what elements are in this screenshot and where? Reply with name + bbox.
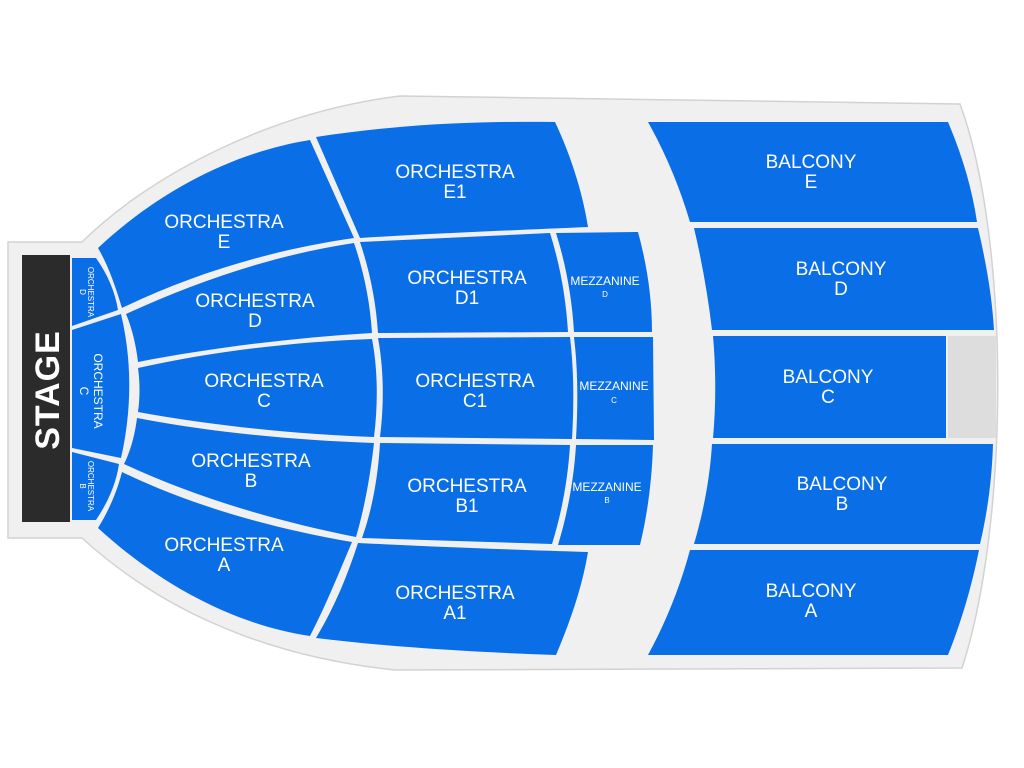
section-balcony-b-shape[interactable]	[694, 444, 993, 544]
section-orchestra-c1-shape[interactable]	[378, 337, 574, 439]
section-orchestra-a-shape[interactable]	[98, 472, 352, 636]
stage-label: STAGE	[29, 330, 67, 450]
section-mezzanine-c-shape[interactable]	[574, 337, 654, 440]
section-orchestra-b1[interactable]: ORCHESTRA B1	[362, 443, 570, 544]
stage: STAGE	[22, 255, 70, 522]
section-balcony-a[interactable]: BALCONY A	[648, 550, 979, 655]
section-orchestra-side-c[interactable]: ORCHESTRA C	[72, 314, 130, 458]
section-orchestra-a1-shape[interactable]	[316, 543, 588, 655]
section-orchestra-c-shape[interactable]	[138, 339, 377, 437]
section-orchestra-e1-shape[interactable]	[316, 121, 588, 238]
section-orchestra-side-c-shape[interactable]	[72, 314, 130, 458]
section-orchestra-side-d-shape[interactable]	[72, 258, 118, 326]
section-orchestra-d-shape[interactable]	[126, 243, 372, 362]
section-balcony-d-shape[interactable]	[694, 228, 994, 330]
section-balcony-c[interactable]: BALCONY C	[713, 336, 946, 438]
section-balcony-b[interactable]: BALCONY B	[694, 444, 993, 544]
section-orchestra-e-shape[interactable]	[98, 140, 354, 308]
section-orchestra-side-b-shape[interactable]	[72, 452, 119, 520]
section-orchestra-b-shape[interactable]	[124, 418, 374, 537]
section-balcony-c-shape[interactable]	[713, 336, 946, 438]
section-orchestra-d1-shape[interactable]	[360, 233, 568, 333]
section-orchestra-e1[interactable]: ORCHESTRA E1	[316, 121, 588, 238]
section-balcony-e-shape[interactable]	[648, 122, 977, 222]
section-orchestra-c1[interactable]: ORCHESTRA C1	[378, 337, 574, 439]
section-mezzanine-b-shape[interactable]	[558, 445, 653, 545]
unavailable-area	[948, 336, 996, 438]
section-orchestra-b1-shape[interactable]	[362, 443, 570, 544]
section-balcony-e[interactable]: BALCONY E	[648, 122, 977, 222]
section-orchestra-d1[interactable]: ORCHESTRA D1	[360, 233, 568, 333]
section-orchestra-a1[interactable]: ORCHESTRA A1	[316, 543, 588, 655]
section-mezzanine-d-shape[interactable]	[556, 232, 652, 332]
stage-block	[22, 255, 70, 522]
section-mezzanine-c[interactable]: MEZZANINE C	[574, 337, 654, 440]
section-balcony-a-shape[interactable]	[648, 550, 979, 655]
section-balcony-d[interactable]: BALCONY D	[694, 228, 994, 330]
